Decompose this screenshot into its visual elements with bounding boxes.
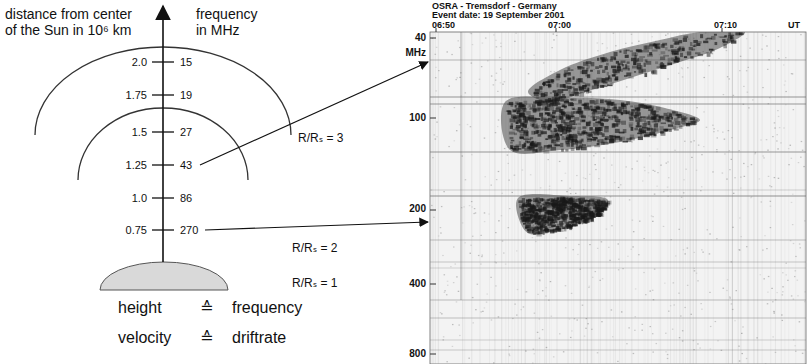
spectrogram-noise: [430, 32, 806, 364]
equivalence-term: frequency: [232, 299, 302, 317]
equivalence-term: velocity: [118, 329, 171, 347]
tick-label: 43: [180, 159, 192, 172]
shell-label: R/Rₛ = 2: [292, 242, 338, 256]
frequency-label: 100: [409, 112, 426, 124]
spectrogram-header: OSRA - Tremsdorf - Germany: [432, 1, 557, 11]
tick-label: 0.75: [126, 224, 147, 237]
sun-disc: [100, 262, 228, 290]
axis-ticks: [152, 62, 174, 230]
tick-label: 86: [180, 192, 192, 205]
shell-label: R/Rₛ = 3: [298, 132, 344, 146]
tick-label: 27: [180, 126, 192, 139]
tick-label: 1.0: [132, 192, 147, 205]
spectrogram-ticks: [430, 28, 722, 354]
equivalence-sign: ≙: [200, 299, 213, 317]
equivalence-term: driftrate: [232, 329, 286, 347]
spectrogram-panel: [430, 32, 806, 364]
tick-label: 15: [180, 56, 192, 69]
spectrogram-header: Event date: 19 September 2001: [432, 10, 565, 20]
frequency-label: MHz: [405, 47, 426, 59]
height-axis: [162, 6, 164, 262]
tick-label: 19: [180, 89, 192, 102]
tick-label: 1.75: [126, 89, 147, 102]
time-label: 06:50: [432, 20, 455, 30]
frequency-label: 40: [415, 32, 426, 44]
frequency-label: 800: [409, 348, 426, 360]
pointer-arrow: [205, 222, 428, 230]
tick-label: 1.25: [126, 159, 147, 172]
time-label: UT: [788, 20, 800, 30]
tick-label: 2.0: [132, 56, 147, 69]
frequency-label: 400: [409, 278, 426, 290]
axis-title: distance from center of the Sun in 10⁶ k…: [5, 6, 141, 38]
time-label: 07:00: [548, 20, 571, 30]
equivalence-sign: ≙: [200, 329, 213, 347]
tick-label: 270: [180, 224, 198, 237]
axis-title: frequency in MHz: [196, 6, 266, 38]
radio-bursts: [501, 32, 745, 236]
time-label: 07:10: [714, 20, 737, 30]
equivalence-term: height: [118, 299, 162, 317]
frequency-label: 200: [409, 203, 426, 215]
shell-label: R/Rₛ = 1: [292, 277, 338, 291]
pointer-arrow: [200, 62, 428, 165]
tick-label: 1.5: [132, 126, 147, 139]
